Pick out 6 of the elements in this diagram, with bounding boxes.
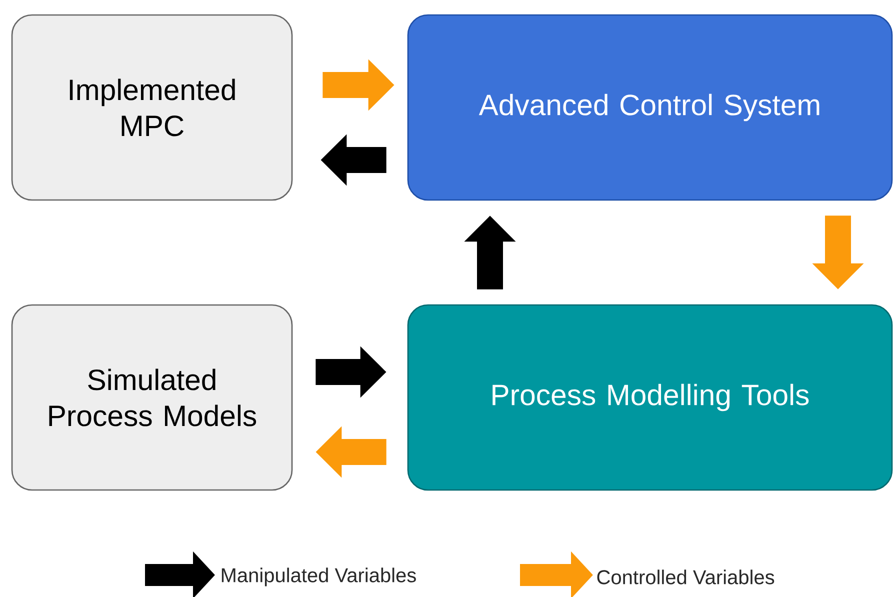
legend-text: Controlled Variables xyxy=(597,570,774,584)
process-box: Advanced Control System xyxy=(407,14,893,201)
process-box: Simulated Process Models xyxy=(11,304,293,491)
legend-text: Manipulated Variables xyxy=(222,568,416,586)
process-box: Process Modelling Tools xyxy=(407,304,893,491)
process-box: Implemented MPC xyxy=(11,14,293,201)
